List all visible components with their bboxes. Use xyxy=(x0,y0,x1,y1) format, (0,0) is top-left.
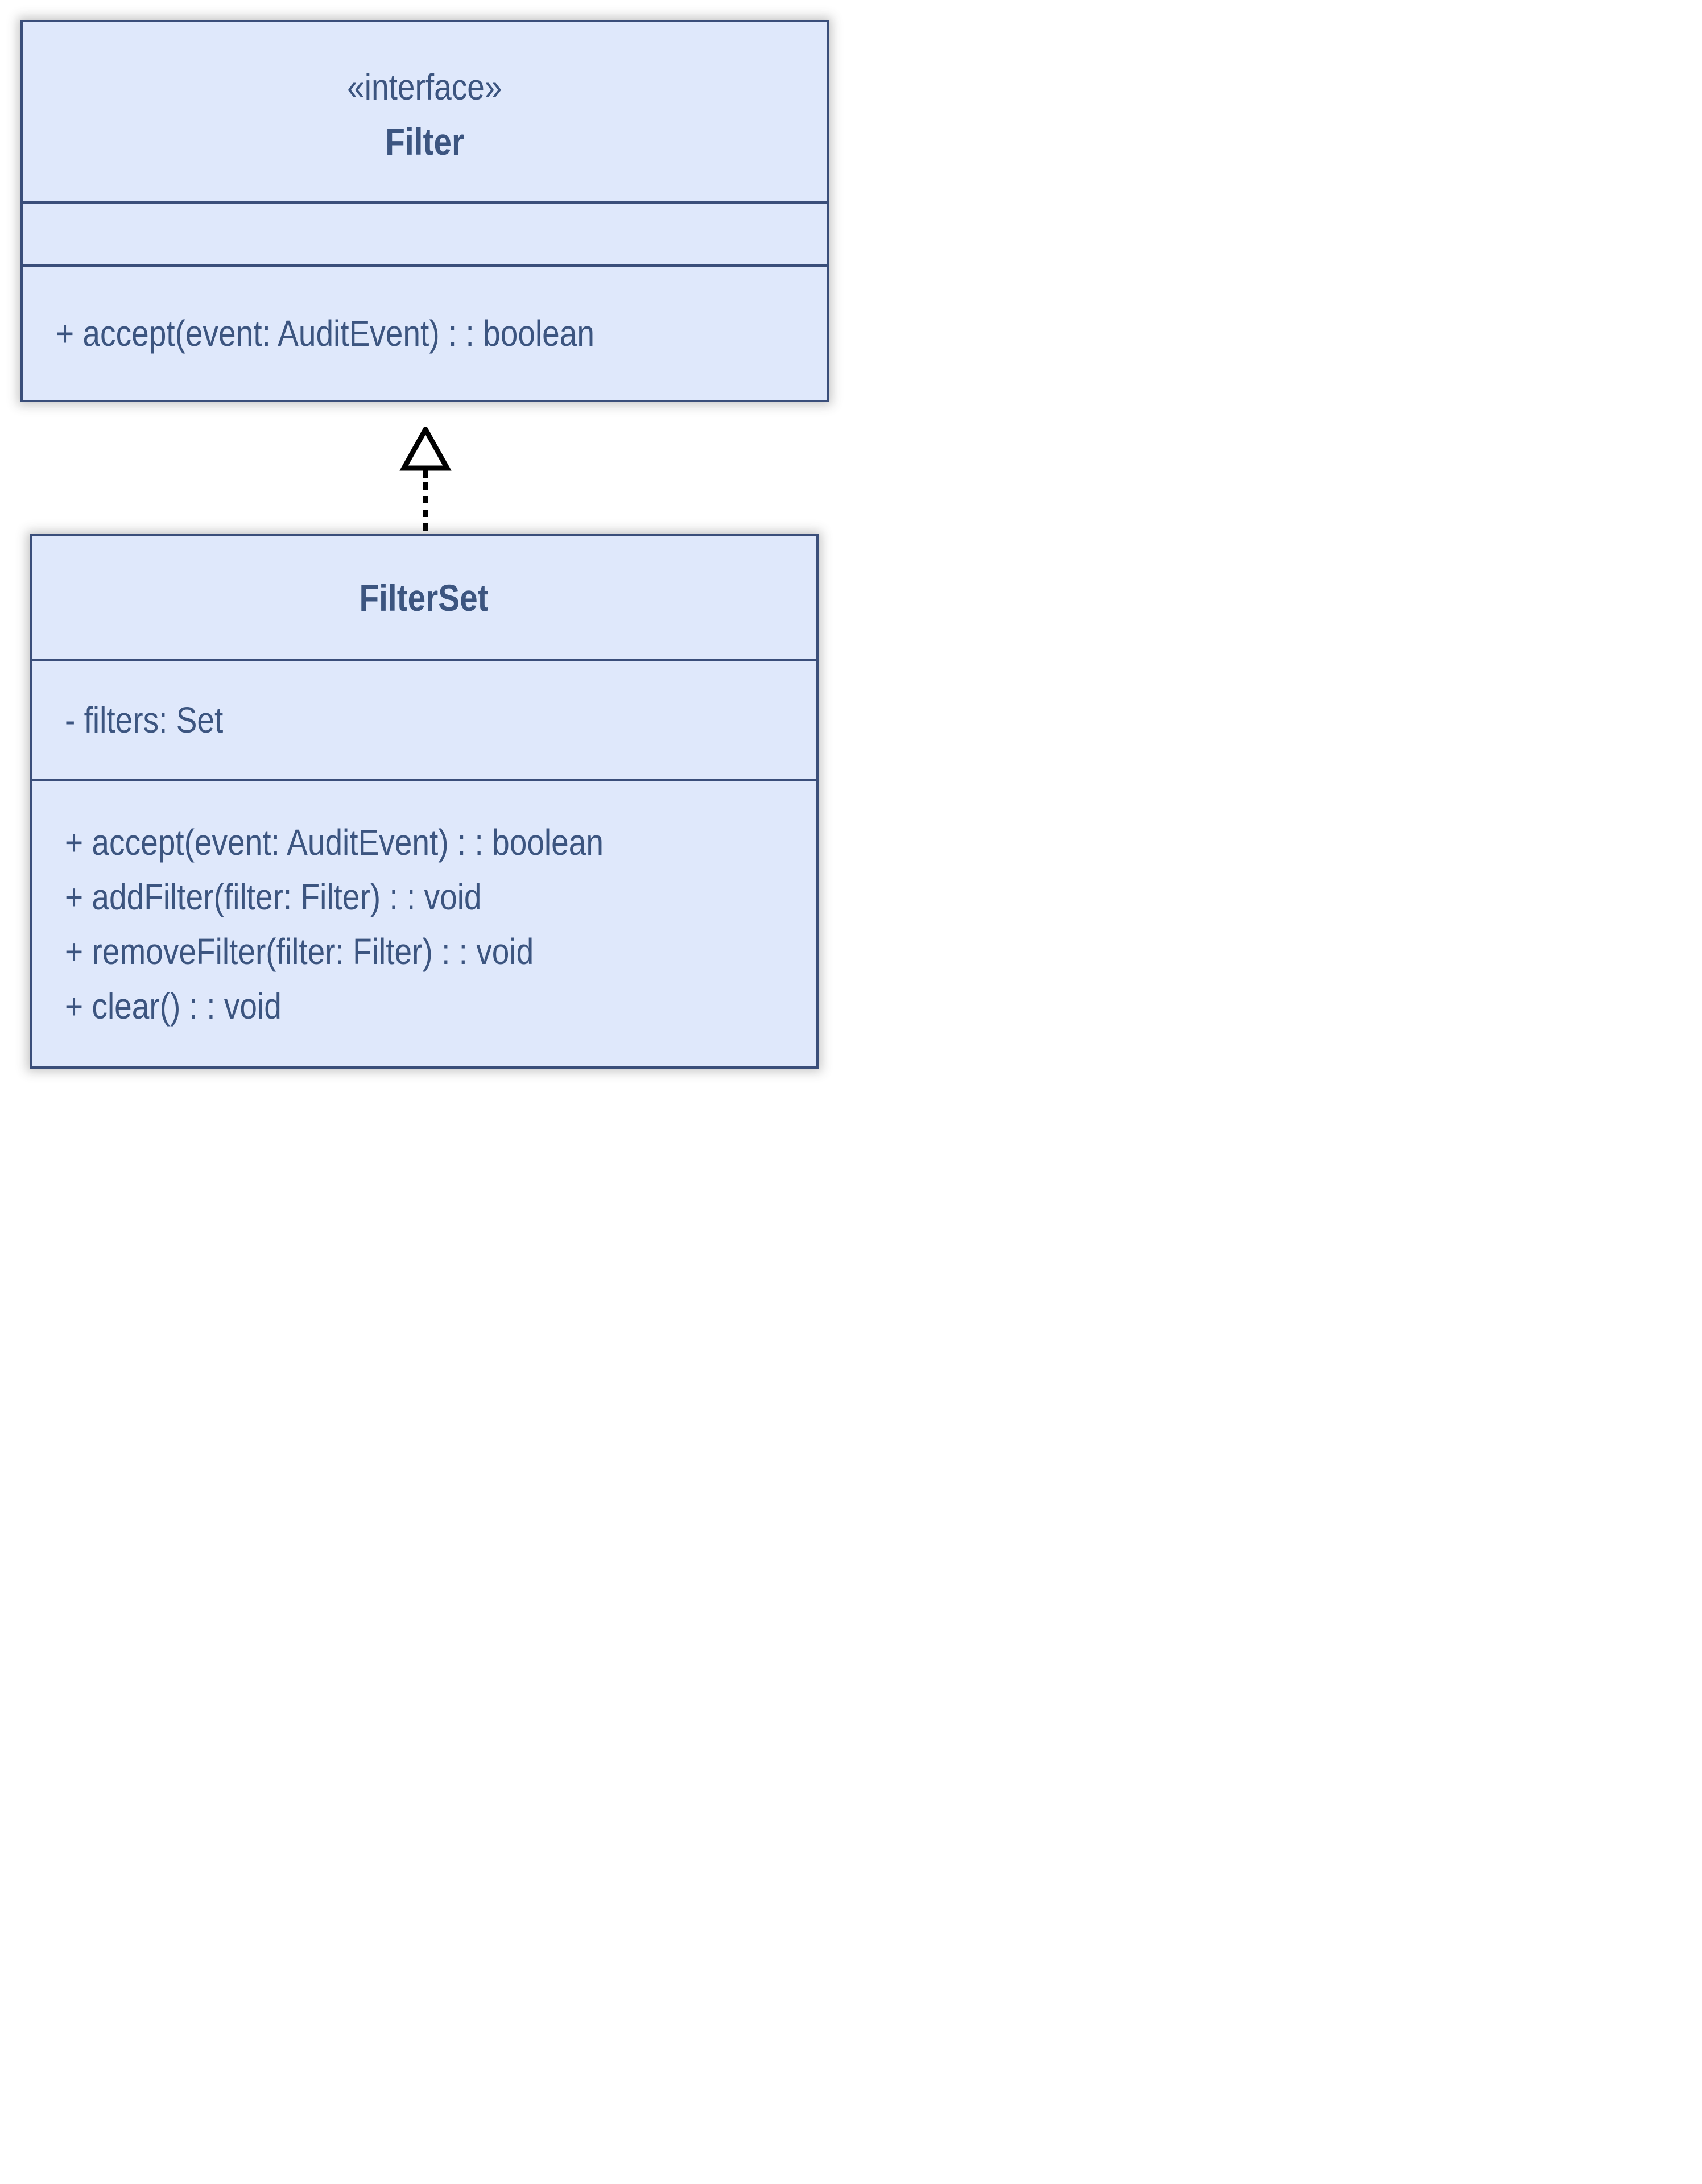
filter-stereotype: «interface» xyxy=(347,66,502,107)
filterset-attributes-compartment: - filters: Set xyxy=(32,659,816,779)
filter-method-accept: + accept(event: AuditEvent) : : boolean xyxy=(56,313,594,354)
filterset-method-addfilter: + addFilter(filter: Filter) : : void xyxy=(65,876,482,917)
filterset-class-name: FilterSet xyxy=(359,576,489,619)
filterset-attribute-filters: - filters: Set xyxy=(65,700,224,741)
uml-diagram-canvas: «interface» Filter + accept(event: Audit… xyxy=(0,0,851,1092)
filterset-method-accept: + accept(event: AuditEvent) : : boolean xyxy=(65,821,604,863)
filter-methods-compartment: + accept(event: AuditEvent) : : boolean xyxy=(23,264,827,400)
realization-arrow xyxy=(399,427,452,534)
hollow-triangle-arrowhead-icon xyxy=(399,427,452,471)
filterset-method-clear: + clear() : : void xyxy=(65,985,282,1027)
filterset-method-removefilter: + removeFilter(filter: Filter) : : void xyxy=(65,930,534,972)
class-box-filterset: FilterSet - filters: Set + accept(event:… xyxy=(30,534,819,1069)
filter-class-name: Filter xyxy=(385,120,464,163)
filter-title-compartment: «interface» Filter xyxy=(23,22,827,201)
filterset-methods-compartment: + accept(event: AuditEvent) : : boolean … xyxy=(32,779,816,1066)
filterset-title-compartment: FilterSet xyxy=(32,536,816,659)
class-box-filter-interface: «interface» Filter + accept(event: Audit… xyxy=(20,20,829,402)
filter-attributes-compartment-empty xyxy=(23,201,827,264)
